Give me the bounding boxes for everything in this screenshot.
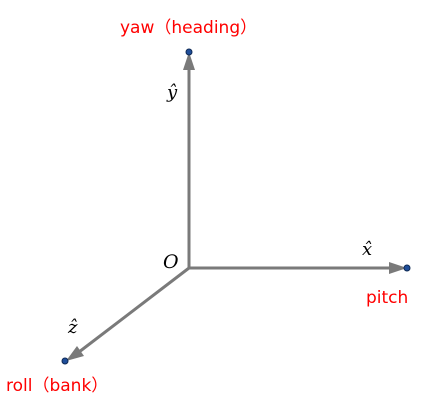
- x-hat-label: x̂: [362, 239, 372, 260]
- z-axis-arrowhead: [66, 346, 84, 361]
- y-axis-arrowhead: [183, 52, 195, 70]
- z-axis-endpoint[interactable]: [61, 357, 69, 365]
- pitch-label: pitch: [366, 288, 408, 308]
- x-axis-endpoint[interactable]: [403, 264, 411, 272]
- y-axis-endpoint[interactable]: [185, 48, 193, 56]
- z-hat-label: ẑ: [67, 317, 78, 338]
- z-axis-line: [77, 266, 191, 354]
- yaw-label: yaw（heading）: [120, 18, 257, 38]
- origin-label: O: [163, 251, 179, 273]
- x-axis-arrowhead: [389, 262, 407, 274]
- y-hat-label: ŷ: [166, 82, 178, 103]
- roll-label: roll（bank）: [6, 376, 108, 396]
